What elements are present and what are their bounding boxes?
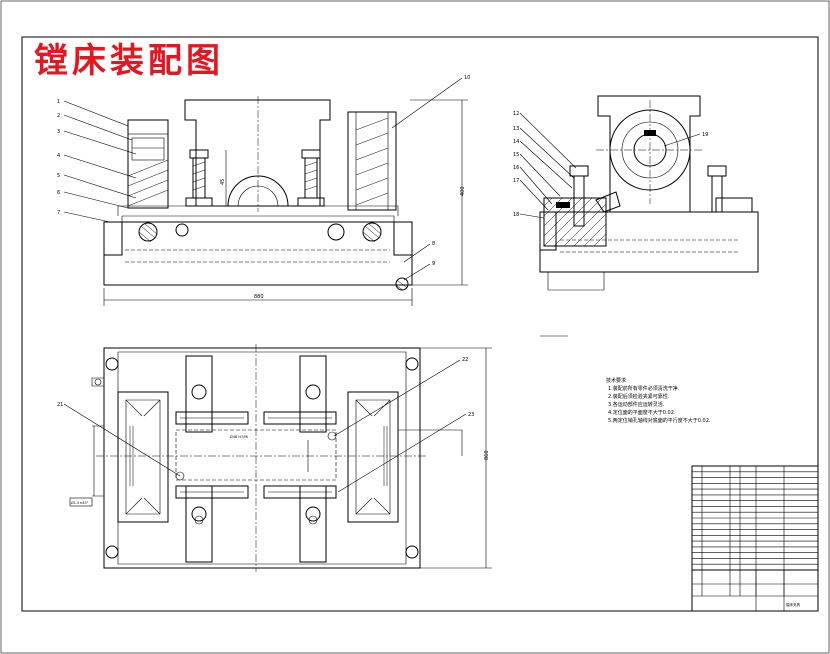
callout-7: 7: [57, 210, 60, 216]
front-clamp-left: [185, 149, 213, 207]
tech-requirements-heading: 技术要求: [606, 377, 626, 384]
inner-frame: [21, 36, 819, 612]
drawing-title: 镗床装配图: [34, 41, 224, 81]
tech-req-1: 1.装配前所有零件必须清洗干净.: [608, 385, 680, 392]
plan-clamp-bars: [185, 355, 327, 563]
callout-6: 6: [57, 190, 60, 196]
callout-21: 22: [462, 357, 468, 363]
plan-dim-depth: 860: [484, 450, 490, 460]
plan-view: Ø1.5×45° Ø48 H7/f6 860 21 22 23: [57, 344, 492, 572]
title-block: 镗床夹具: [691, 465, 819, 612]
callout-20: 21: [57, 402, 63, 408]
side-view: 12 13 14 15 16 17 18 19: [513, 95, 759, 337]
callout-17: 17: [513, 178, 519, 184]
tech-requirements: 技术要求 1.装配前所有零件必须清洗干净. 2.装配后须检验夹紧可靠性. 3.各…: [606, 377, 711, 424]
callout-13: 13: [513, 126, 519, 132]
callout-22: 23: [468, 412, 474, 418]
callout-16: 16: [513, 165, 519, 171]
tech-req-4: 4.定位面的平面度不大于0.02.: [608, 409, 676, 416]
tech-req-2: 2.装配后须检验夹紧可靠性.: [608, 393, 670, 400]
callout-15: 15: [513, 152, 519, 158]
front-view: 880 400 45 1 2 3 4 5 6 7 8 9 10: [57, 75, 470, 306]
plan-dim-tol: Ø1.5×45°: [71, 500, 89, 505]
callout-9: 9: [432, 261, 435, 267]
callout-14: 14: [513, 139, 519, 145]
callout-5: 5: [57, 173, 60, 179]
callout-4: 4: [57, 153, 60, 159]
callout-18: 18: [513, 212, 519, 218]
callout-1: 1: [57, 99, 60, 105]
front-dim-width: 880: [254, 294, 264, 300]
plan-dim-fit: Ø48 H7/f6: [230, 434, 248, 439]
tech-req-3: 3.各运动部件应运转灵活.: [608, 401, 665, 408]
tech-req-5: 5.两定位销孔轴线对底面的平行度不大于0.02.: [608, 417, 711, 424]
callout-3: 3: [57, 129, 60, 135]
front-clamp-right: [297, 149, 325, 207]
callout-8: 8: [432, 241, 435, 247]
callout-12: 12: [513, 111, 519, 117]
callout-10: 10: [464, 75, 470, 81]
title-block-label: 镗床夹具: [786, 602, 800, 607]
callout-2: 2: [57, 113, 60, 119]
callout-19: 19: [702, 132, 708, 138]
front-dim-small: 45: [220, 179, 226, 185]
front-dim-height: 400: [460, 186, 466, 196]
